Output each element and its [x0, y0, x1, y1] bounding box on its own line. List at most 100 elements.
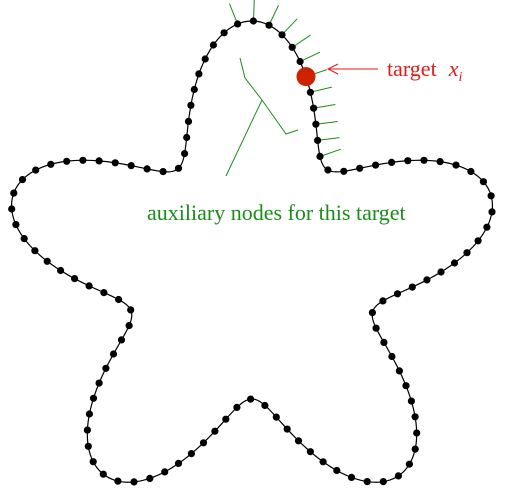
boundary-node: [18, 176, 27, 184]
boundary-node: [47, 160, 55, 168]
target-subscript: i: [458, 70, 463, 85]
target-arrow-head: [326, 63, 339, 75]
boundary-node: [159, 168, 167, 176]
boundary-node: [115, 295, 123, 304]
boundary-node: [488, 208, 496, 216]
boundary-node: [310, 104, 318, 112]
boundary-node: [340, 167, 348, 175]
target-node: [296, 67, 316, 87]
boundary-node: [388, 158, 396, 166]
boundary-node: [10, 189, 18, 197]
boundary-node: [408, 283, 416, 291]
boundary-node: [84, 442, 92, 450]
auxiliary-label: auxiliary nodes for this target: [147, 200, 406, 225]
boundary-node: [379, 297, 387, 305]
boundary-node: [127, 162, 135, 170]
boundary-node: [174, 459, 183, 467]
boundary-node: [89, 458, 97, 466]
boundary-node: [288, 43, 296, 51]
boundary-node: [181, 150, 189, 158]
boundary-node: [109, 350, 118, 358]
boundary-node: [452, 161, 460, 169]
boundary-node: [190, 85, 198, 94]
boundary-node: [31, 247, 39, 255]
boundary-node: [319, 458, 327, 466]
boundary-node: [211, 427, 219, 435]
boundary-node: [372, 161, 380, 169]
boundary-node: [79, 156, 87, 164]
boundary-node: [83, 426, 91, 434]
boundary-node: [85, 282, 93, 290]
boundary-node: [411, 445, 419, 453]
boundary-node: [114, 477, 122, 485]
boundary-node: [183, 133, 191, 142]
boundary-node: [261, 401, 269, 410]
target-label-text: target: [387, 56, 437, 81]
curve-path: [10, 20, 494, 483]
boundary-node: [12, 221, 20, 229]
boundary-node: [379, 478, 387, 486]
boundary-node: [85, 410, 93, 418]
boundary-node: [63, 157, 71, 165]
boundary-node: [368, 309, 376, 317]
target-marker: [296, 63, 378, 87]
boundary-node: [393, 290, 402, 298]
boundary-node: [220, 29, 228, 37]
boundary-node: [407, 397, 415, 405]
boundary-node: [143, 165, 151, 173]
boundary-node: [479, 178, 487, 186]
boundary-node: [395, 367, 403, 375]
boundary-node: [487, 192, 495, 200]
boundary-node: [380, 338, 388, 346]
boundary-nodes: [8, 17, 496, 486]
boundary-node: [234, 20, 242, 28]
boundary-node: [71, 275, 79, 283]
boundary-node: [312, 120, 320, 128]
boundary-node: [283, 425, 291, 433]
boundary-node: [249, 17, 257, 25]
boundary-node: [184, 117, 193, 125]
boundary-node: [404, 157, 412, 165]
boundary-node: [294, 437, 303, 445]
boundary-node: [423, 276, 431, 284]
boundary-node: [356, 164, 364, 172]
boundary-node: [394, 472, 402, 480]
boundary-node: [89, 394, 98, 402]
boundary-node: [233, 403, 241, 411]
boundary-node: [102, 364, 110, 372]
boundary-node: [247, 395, 255, 403]
boundary-node: [405, 460, 413, 468]
boundary-node: [222, 415, 230, 423]
boundary-node: [174, 164, 183, 172]
boundary-node: [161, 468, 169, 476]
boundary-node: [483, 223, 491, 231]
boundary-node: [195, 70, 203, 78]
boundary-node: [437, 268, 445, 276]
boundary-node: [420, 156, 428, 164]
boundary-node: [347, 473, 356, 481]
boundary-node: [467, 167, 475, 176]
boundary-node: [436, 158, 444, 166]
boundary-node: [411, 413, 419, 421]
boundary-node: [187, 450, 195, 458]
boundary-node: [20, 235, 28, 243]
boundary-node: [333, 466, 341, 475]
auxiliary-bracket: [225, 57, 299, 177]
boundary-node: [187, 101, 195, 109]
boundary-node: [95, 157, 103, 165]
boundary-node: [146, 474, 154, 482]
boundary-node: [306, 448, 314, 456]
boundary-node: [265, 21, 273, 29]
boundary-node: [32, 166, 40, 174]
boundary-node: [324, 166, 332, 174]
boundary-node: [463, 249, 471, 257]
leader-line: [225, 99, 263, 177]
boundary-node: [314, 136, 322, 144]
boundary-node: [316, 152, 324, 160]
boundary-node: [296, 57, 304, 66]
boundary-node: [8, 205, 16, 213]
boundary-curve: [10, 20, 494, 483]
boundary-node: [278, 31, 286, 39]
